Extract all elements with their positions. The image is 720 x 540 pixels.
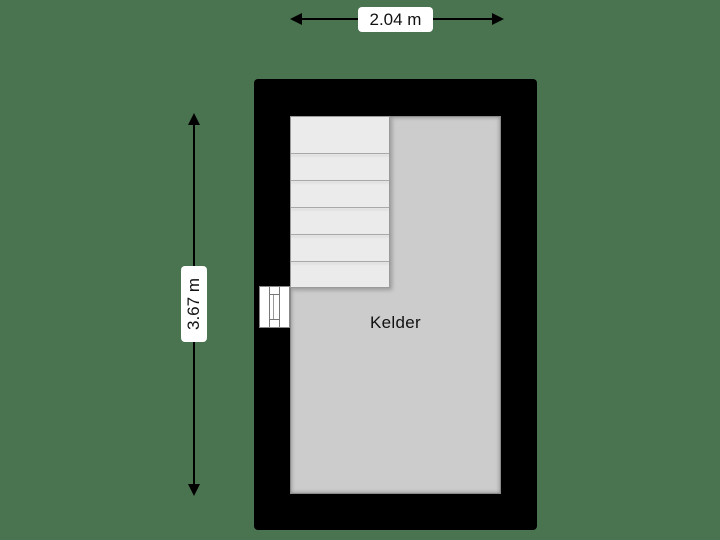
stair-step <box>291 234 389 235</box>
width-dimension-label: 2.04 m <box>358 7 433 32</box>
staircase[interactable] <box>290 116 390 288</box>
window-frame <box>269 287 280 327</box>
arrow-up-icon <box>188 113 200 125</box>
stair-step <box>291 180 389 181</box>
height-dimension-text: 3.67 m <box>184 278 203 330</box>
stair-step <box>291 261 389 262</box>
height-dimension-label: 3.67 m <box>181 266 207 342</box>
stair-step <box>291 153 389 154</box>
arrow-down-icon <box>188 484 200 496</box>
arrow-right-icon <box>492 13 504 25</box>
window <box>259 286 290 328</box>
stair-step <box>291 207 389 208</box>
arrow-left-icon <box>290 13 302 25</box>
room-label: Kelder <box>370 313 421 332</box>
